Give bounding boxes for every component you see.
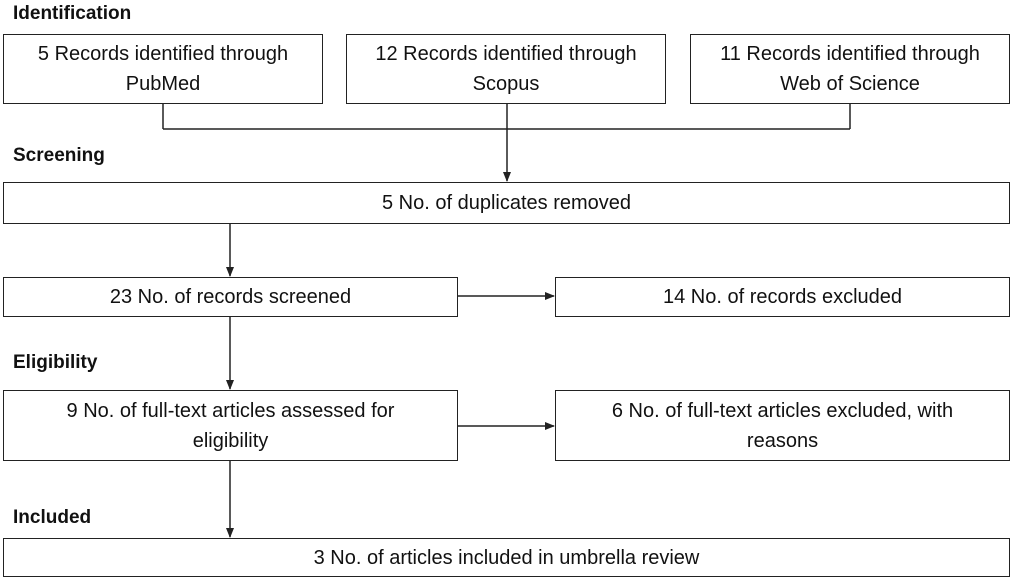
box-fulltext-assessed-text: 9 No. of full-text articles assessed for… <box>66 399 395 452</box>
box-records-excluded-text: 14 No. of records excluded <box>662 286 903 308</box>
box-web-of-science: 11 Records identified through Web of Sci… <box>690 34 1010 104</box>
box-included-review: 3 No. of articles included in umbrella r… <box>3 538 1010 577</box>
section-eligibility: Eligibility <box>13 352 98 373</box>
section-screening: Screening <box>13 145 105 166</box>
box-records-screened: 23 No. of records screened <box>3 277 458 317</box>
box-fulltext-excluded: 6 No. of full-text articles excluded, wi… <box>555 390 1010 461</box>
section-included: Included <box>13 507 92 528</box>
box-duplicates-removed-text: 5 No. of duplicates removed <box>381 192 632 214</box>
box-pubmed: 5 Records identified through PubMed <box>3 34 323 104</box>
box-scopus: 12 Records identified through Scopus <box>346 34 666 104</box>
box-duplicates-removed: 5 No. of duplicates removed <box>3 182 1010 224</box>
box-scopus-text: 12 Records identified through Scopus <box>375 43 637 95</box>
box-pubmed-text: 5 Records identified through PubMed <box>37 43 289 95</box>
box-web-of-science-text: 11 Records identified through Web of Sci… <box>720 43 980 95</box>
box-records-screened-text: 23 No. of records screened <box>109 286 352 308</box>
box-included-review-text: 3 No. of articles included in umbrella r… <box>313 546 700 569</box>
section-identification: Identification <box>13 3 132 24</box>
box-fulltext-excluded-text: 6 No. of full-text articles excluded, wi… <box>611 399 954 452</box>
box-records-excluded: 14 No. of records excluded <box>555 277 1010 317</box>
box-fulltext-assessed: 9 No. of full-text articles assessed for… <box>3 390 458 461</box>
